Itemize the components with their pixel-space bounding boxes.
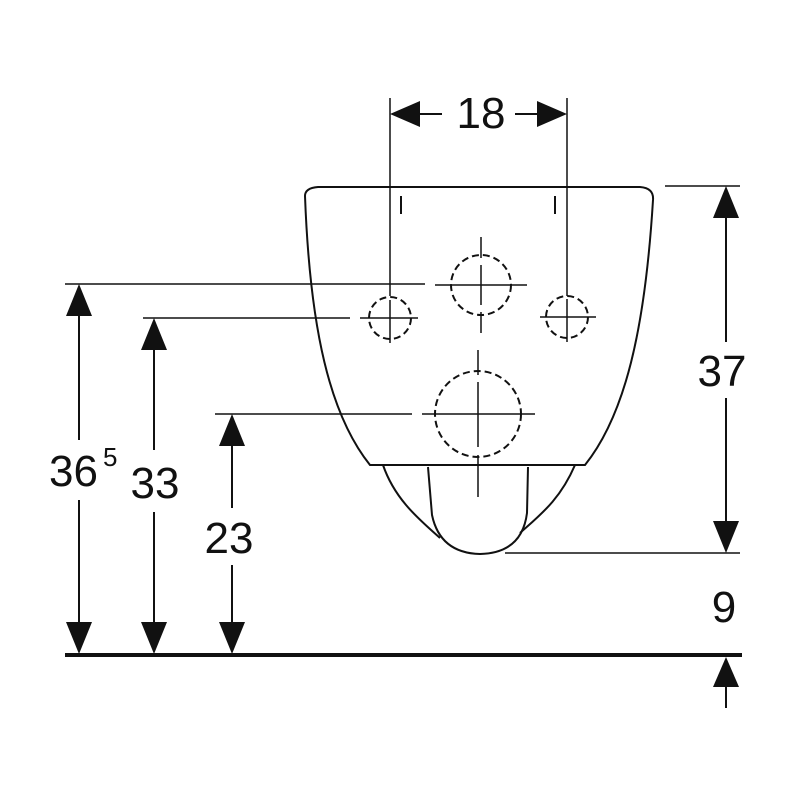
dimension-label-33: 33 bbox=[131, 459, 180, 508]
dimension-23: 23 bbox=[205, 414, 254, 654]
dimension-label-23: 23 bbox=[205, 514, 254, 563]
dimension-label-36-5: 36 bbox=[49, 447, 98, 496]
arrowhead-up bbox=[66, 284, 92, 316]
extension-lines bbox=[65, 98, 740, 554]
dimension-label-37: 37 bbox=[698, 347, 747, 396]
dimension-36-5: 36 5 bbox=[49, 284, 117, 654]
dimension-label-18: 18 bbox=[457, 89, 506, 138]
dimension-33: 33 bbox=[131, 318, 180, 654]
arrowhead-up bbox=[141, 318, 167, 350]
arrowhead-right bbox=[537, 101, 567, 127]
dimension-label-9: 9 bbox=[712, 583, 736, 632]
arrowhead-down bbox=[713, 521, 739, 553]
arrowhead-up-floor bbox=[713, 657, 739, 687]
dimension-main-value: 36 bbox=[49, 447, 98, 496]
arrowhead-down bbox=[141, 622, 167, 654]
arrowhead-down bbox=[219, 622, 245, 654]
dimension-37: 37 bbox=[690, 186, 754, 553]
dimension-18: 18 bbox=[390, 89, 567, 138]
arrowhead-up bbox=[219, 414, 245, 446]
arrowhead-up bbox=[713, 186, 739, 218]
arrowhead-down bbox=[66, 622, 92, 654]
dimension-superscript: 5 bbox=[103, 442, 117, 472]
center-lines bbox=[360, 237, 596, 497]
dimension-9: 9 bbox=[712, 583, 739, 708]
arrowhead-left bbox=[390, 101, 420, 127]
